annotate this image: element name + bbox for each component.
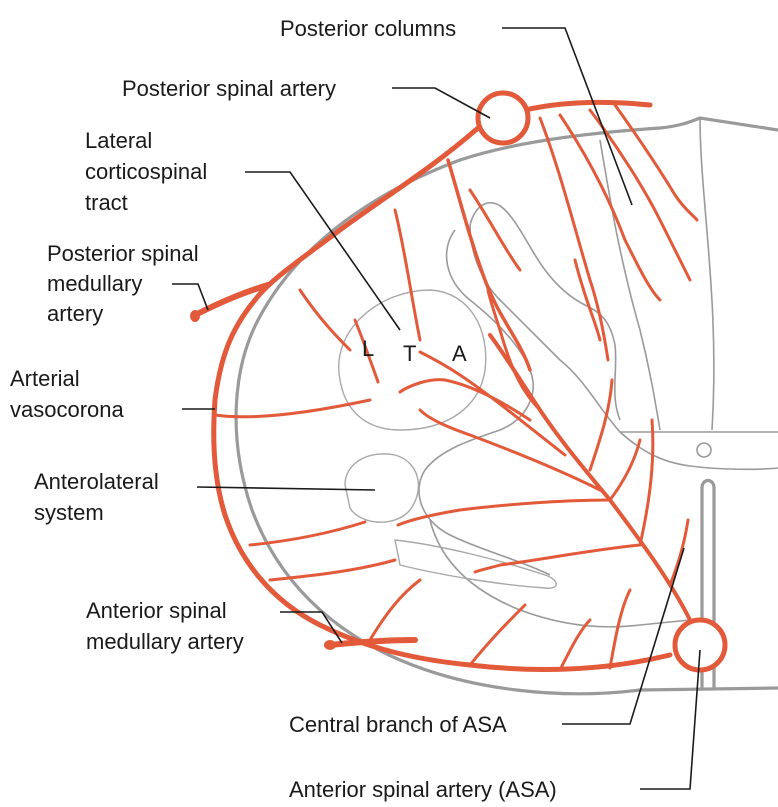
posterior-spinal-artery-vessel [478,93,528,143]
anterolateral-system-outline [345,454,418,522]
label-arterial-vasocorona-2: vasocorona [10,397,125,422]
arterial-network [190,93,725,670]
penetrating-branch-5 [250,522,365,545]
posterior-septum [700,118,714,430]
label-arterial-vasocorona-1: Arterial [10,366,80,391]
label-posterior-columns: Posterior columns [280,16,456,41]
central-ramus-2 [420,352,565,455]
central-ramus-10 [670,520,688,585]
label-anterolateral-system-2: system [34,500,104,525]
anterior-spinal-medullary-artery-vessel [330,640,415,645]
penetrating-branch-8 [470,605,525,665]
posterior-column-branch-4 [560,115,660,300]
central-ramus-5 [475,545,640,572]
penetrating-branch-2 [395,210,420,340]
anterior-spinal-artery-vessel [675,620,725,670]
tract-letters: L T A [362,336,467,366]
tract-letter-a: A [452,341,467,366]
gray-matter-lower [430,520,690,627]
central-ramus-9 [610,440,640,500]
central-ramus-7 [590,380,612,470]
penetrating-branch-1 [300,290,350,350]
posterior-spinal-medullary-artery-stump [190,310,200,322]
label-posterior-spinal-medullary-artery-3: artery [47,301,103,326]
label-anterior-spinal-artery: Anterior spinal artery (ASA) [289,777,557,802]
leader-posterior-spinal-artery [392,88,490,118]
label-anterior-spinal-medullary-artery-1: Anterior spinal [86,598,227,623]
label-anterior-spinal-medullary-artery-2: medullary artery [86,629,244,654]
vasocorona-ring [214,128,670,669]
dorsal-horn-edge [600,140,660,430]
label-lateral-corticospinal-tract-1: Lateral [85,128,152,153]
anterior-spinal-medullary-artery-stump [324,640,336,650]
central-ramus-8 [640,420,653,545]
posterior-column-branch-3 [540,118,608,360]
leader-anterolateral-system [197,487,375,490]
label-lateral-corticospinal-tract-3: tract [85,190,128,215]
label-anterolateral-system-1: Anterolateral [34,469,159,494]
leader-anterior-spinal-medullary-artery [280,612,342,643]
leader-lateral-corticospinal-tract [245,172,400,330]
penetrating-branch-9 [560,620,590,670]
label-central-branch-of-asa: Central branch of ASA [289,712,507,737]
tract-letter-t: T [403,341,416,366]
leader-posterior-spinal-medullary-artery [172,284,208,310]
penetrating-branch-7 [370,580,420,640]
label-posterior-spinal-medullary-artery-2: medullary [47,271,142,296]
penetrating-branch-10 [610,590,630,668]
tract-letter-l: L [362,336,374,361]
label-posterior-spinal-medullary-artery-1: Posterior spinal [47,241,199,266]
central-branch-trunk [490,335,690,620]
central-canal [697,443,711,457]
penetrating-branch-4 [215,400,370,417]
label-posterior-spinal-artery: Posterior spinal artery [122,76,336,101]
gray-matter-outline [470,203,778,470]
posterior-spinal-artery-arcade [525,102,650,110]
tract-outlines [339,290,557,588]
label-lateral-corticospinal-tract-2: corticospinal [85,159,207,184]
central-ramus-1 [420,410,600,490]
penetrating-branch-6 [270,560,395,580]
